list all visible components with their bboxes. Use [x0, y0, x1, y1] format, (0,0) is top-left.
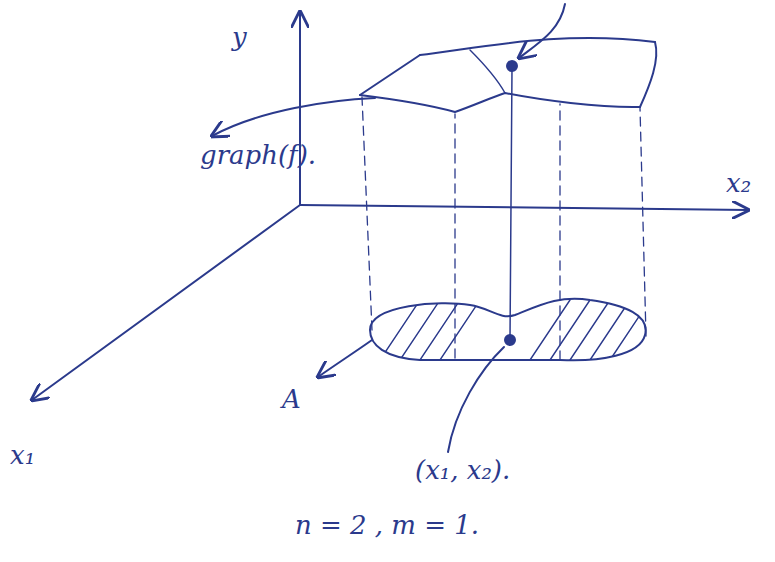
y-axis [299, 12, 301, 205]
vertical-line [510, 68, 512, 340]
graph-leader [212, 98, 375, 136]
point-in-a [505, 335, 515, 345]
region-label: A [282, 384, 301, 414]
axis-label: x₂ [726, 168, 751, 198]
graph-surface [360, 38, 656, 112]
point-arrow [519, 4, 565, 58]
axis-label: x₁ [10, 440, 35, 470]
point-label: (x₁, x₂). [415, 455, 510, 485]
point-leader [448, 347, 504, 452]
cylinder-walls [362, 97, 646, 360]
graph-label: graph(f). [200, 140, 316, 170]
region-hatching [380, 300, 650, 360]
x1-axis [32, 205, 300, 400]
axis-label: y [232, 22, 247, 52]
point-on-graph [507, 61, 517, 71]
dimension-note: n = 2 , m = 1. [295, 510, 479, 540]
region-leader [318, 340, 372, 377]
